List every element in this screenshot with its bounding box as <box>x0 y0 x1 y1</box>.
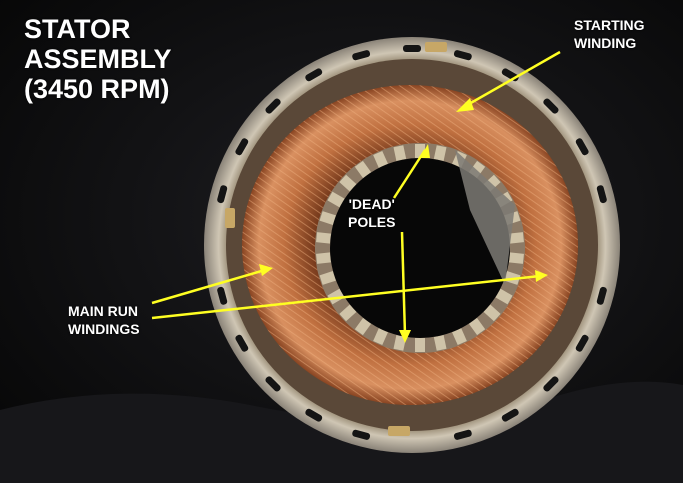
dead-poles-line-1: 'DEAD' <box>348 196 395 212</box>
starting-winding-line-2: WINDING <box>574 35 637 51</box>
brass-tabs <box>225 42 447 436</box>
title-line-3: (3450 RPM) <box>24 74 170 104</box>
starting-winding-label: STARTING WINDING <box>574 16 645 52</box>
main-run-line-2: WINDINGS <box>68 321 140 337</box>
title-line-2: ASSEMBLY <box>24 44 172 74</box>
starting-winding-line-1: STARTING <box>574 17 645 33</box>
title-line-1: STATOR <box>24 14 131 44</box>
main-run-windings-label: MAIN RUN WINDINGS <box>68 302 140 338</box>
annotation-arrows <box>151 50 561 343</box>
dead-poles-line-2: POLES <box>348 214 396 230</box>
diagram-title: STATOR ASSEMBLY (3450 RPM) <box>24 14 172 104</box>
bore-bracket <box>455 150 515 285</box>
main-run-line-1: MAIN RUN <box>68 303 138 319</box>
dead-poles-label: 'DEAD' POLES <box>348 195 395 231</box>
